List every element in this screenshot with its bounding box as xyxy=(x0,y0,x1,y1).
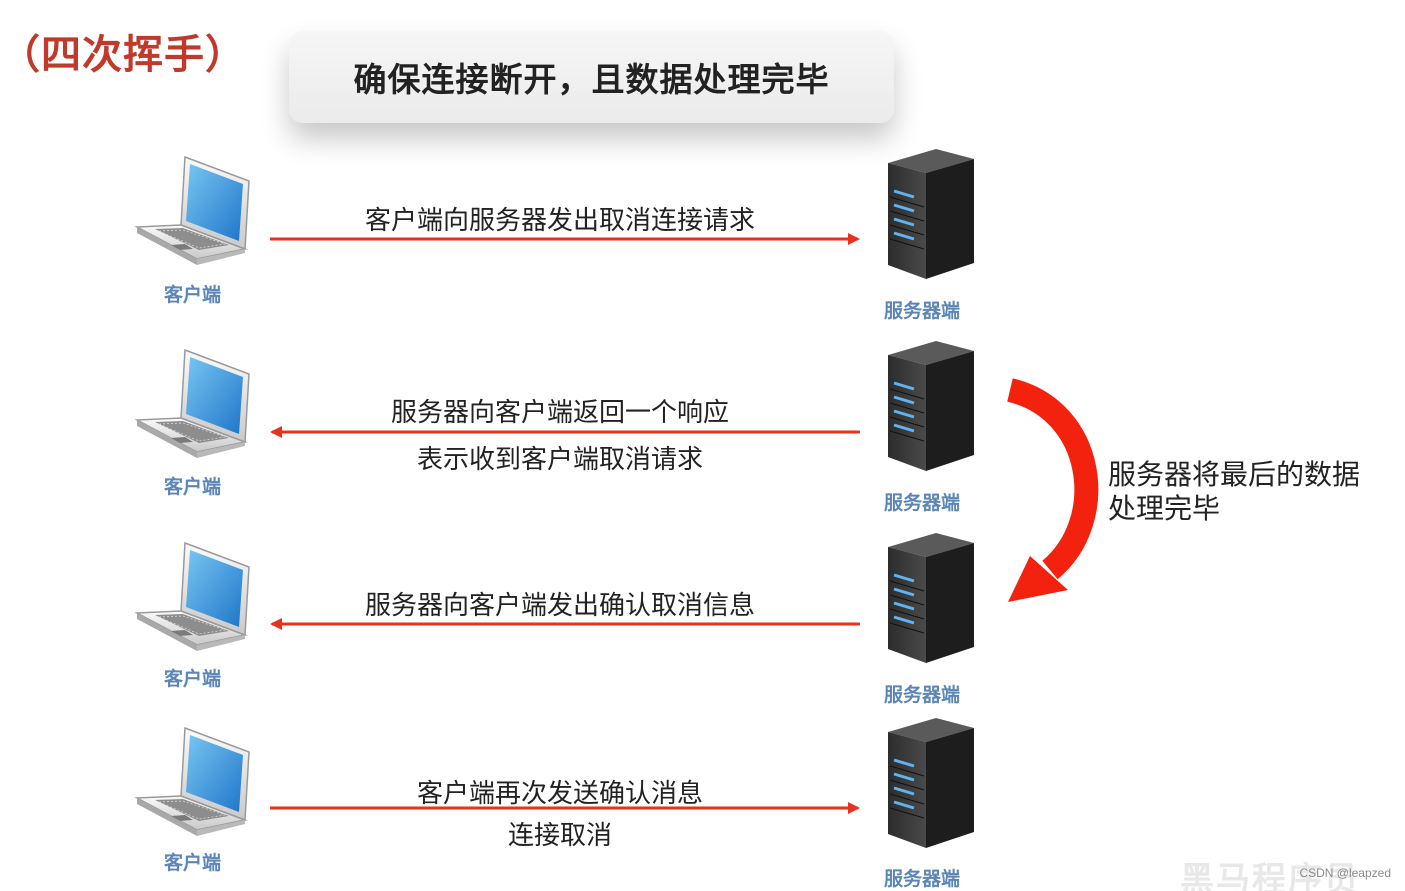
laptop-icon xyxy=(133,724,251,836)
server-label: 服务器端 xyxy=(884,492,961,514)
client-label: 客户端 xyxy=(164,476,222,498)
laptop-icon xyxy=(133,539,251,651)
server-label: 服务器端 xyxy=(884,684,961,706)
step-1-message: 客户端向服务器发出取消连接请求 xyxy=(364,206,755,236)
laptop-icon xyxy=(133,346,251,458)
step-3-message: 服务器向客户端发出确认取消信息 xyxy=(364,591,755,621)
step-2-message-line-2: 表示收到客户端取消请求 xyxy=(416,445,703,475)
server-label: 服务器端 xyxy=(884,300,961,322)
processing-curved-arrow xyxy=(1006,378,1099,602)
server-icon xyxy=(882,147,978,281)
step-4-message-line-1: 客户端再次发送确认消息 xyxy=(416,779,703,809)
client-label: 客户端 xyxy=(164,852,222,874)
server-label: 服务器端 xyxy=(884,868,961,890)
laptop-icon xyxy=(133,153,251,265)
side-note-line-2: 处理完毕 xyxy=(1108,492,1221,525)
client-label: 客户端 xyxy=(164,284,222,306)
server-icon xyxy=(882,531,978,665)
step-4-message-line-2: 连接取消 xyxy=(507,821,612,851)
server-icon xyxy=(882,339,978,473)
client-label: 客户端 xyxy=(164,668,222,690)
banner-title: 确保连接断开，且数据处理完毕 xyxy=(353,60,830,99)
side-note-line-1: 服务器将最后的数据 xyxy=(1108,458,1361,491)
watermark-logo: 黑马程序员 xyxy=(1180,860,1360,891)
step-2-message-line-1: 服务器向客户端返回一个响应 xyxy=(390,398,729,428)
server-icon xyxy=(882,716,978,850)
banner: 确保连接断开，且数据处理完毕 xyxy=(289,31,894,123)
section-title: （四次挥手） xyxy=(0,32,246,78)
side-note: 服务器将最后的数据 处理完毕 xyxy=(1108,458,1360,526)
watermark-credit: CSDN @leapzed xyxy=(1299,866,1391,880)
